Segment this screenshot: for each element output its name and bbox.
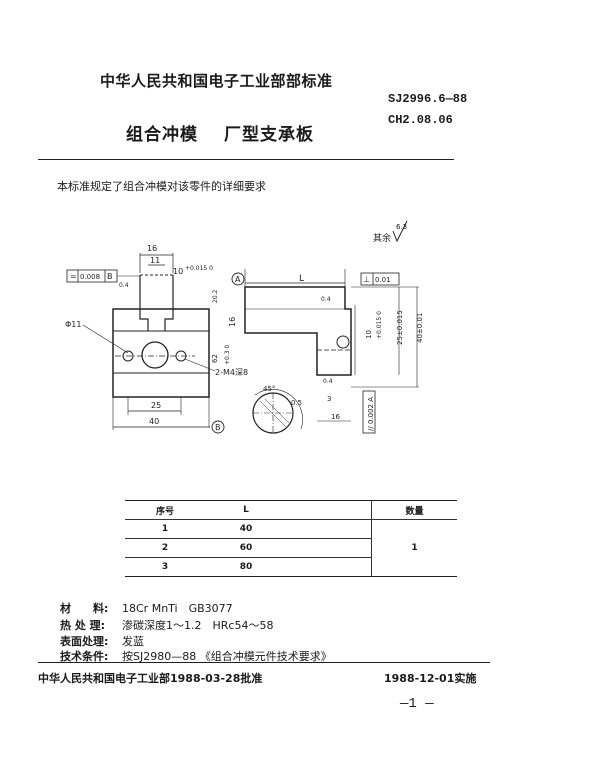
title-part-2: 厂型支承板 xyxy=(224,125,314,145)
table-row: 3 80 xyxy=(125,557,457,577)
spec-table: 序号 L 数量 1 40 1 2 60 3 80 xyxy=(125,500,457,577)
flatness-datum: B xyxy=(107,272,113,281)
dim-20-2: 20.2 xyxy=(212,289,219,303)
intro-text: 本标准规定了组合冲模对该零件的详细要求 xyxy=(57,180,266,193)
dim-16: 16 xyxy=(147,244,157,253)
document-title: 组合冲模 厂型支承板 xyxy=(126,120,314,145)
dim-62: 62 xyxy=(211,354,219,363)
spec-surface: 表面处理:发蓝 xyxy=(60,635,144,648)
standard-number: SJ2996.6—88 xyxy=(388,92,468,106)
side-view xyxy=(244,286,352,376)
dim-11: 11 xyxy=(150,256,160,265)
roughness-note: 其余 xyxy=(373,232,391,244)
tol-62: +0.3 0 xyxy=(224,345,231,365)
footer-divider xyxy=(38,662,490,663)
datum-b: B xyxy=(215,423,221,432)
roughness-value: 6.3 xyxy=(396,223,407,231)
spec-heat-treatment: 热 处 理:渗碳深度1～1.2 HRc54～58 xyxy=(60,619,274,632)
dim-10: 10 xyxy=(173,267,183,276)
col-qty: 数量 xyxy=(371,500,457,520)
classification-number: CH2.08.06 xyxy=(388,113,453,127)
tol-10: +0.015 0 xyxy=(185,265,213,272)
dim-16c: 16 xyxy=(331,413,340,421)
col-no: 序号 xyxy=(125,500,205,520)
dim-40b: 40±0.01 xyxy=(416,313,424,343)
front-view xyxy=(112,274,210,398)
perp-value: 0.01 xyxy=(375,276,391,284)
svg-text:=: = xyxy=(70,272,77,281)
table-row: 2 60 xyxy=(125,538,457,558)
header-divider xyxy=(38,159,454,160)
spec-technical: 技术条件:按SJ2980—88 《组合冲模元件技术要求》 xyxy=(60,650,332,663)
roughness-symbol xyxy=(392,220,408,243)
hole-dia: Φ11 xyxy=(65,320,81,329)
roughness-2: 0.4 xyxy=(321,296,331,303)
dim-25: 25 xyxy=(151,401,161,410)
roughness-3: 0.4 xyxy=(323,378,333,385)
perp-symbol: ⊥ xyxy=(363,275,370,284)
page-number: —1 — xyxy=(400,696,434,712)
roughness-1: 0.4 xyxy=(119,282,129,289)
standard-body-title: 中华人民共和国电子工业部部标准 xyxy=(100,72,333,90)
col-L: L xyxy=(205,500,287,520)
dim-25b: 25±0.015 xyxy=(396,310,404,345)
table-header: 序号 L 数量 xyxy=(125,500,457,520)
tol-10b: +0.015 0 xyxy=(376,311,383,339)
dim-40: 40 xyxy=(149,417,159,426)
qty-cell: 1 xyxy=(371,519,457,577)
dim-0-5: 0.5 xyxy=(291,399,302,407)
dim-3: 3 xyxy=(327,395,331,403)
dim-45deg: 45° xyxy=(263,385,275,393)
title-part-1: 组合冲模 xyxy=(126,125,198,145)
table-row: 1 40 1 xyxy=(125,519,457,577)
par-frame: // 0.002 A xyxy=(367,397,375,431)
technical-drawing: 其余 6.3 16 11 10 +0.015 0 = 0.008 B 0.4 2… xyxy=(65,220,424,434)
thread-spec: 2-M4深8 xyxy=(215,368,248,377)
spec-material: 材 料:18Cr MnTi GB3077 xyxy=(60,602,233,615)
dim-L: L xyxy=(299,274,304,284)
datum-a: A xyxy=(235,275,241,284)
dim-10b: 10 xyxy=(365,330,373,339)
approval-line: 中华人民共和国电子工业部1988-03-28批准 xyxy=(38,672,263,685)
flatness-value: 0.008 xyxy=(80,273,100,281)
implementation-date: 1988-12-01实施 xyxy=(384,672,477,685)
dim-16b: 16 xyxy=(228,317,237,327)
